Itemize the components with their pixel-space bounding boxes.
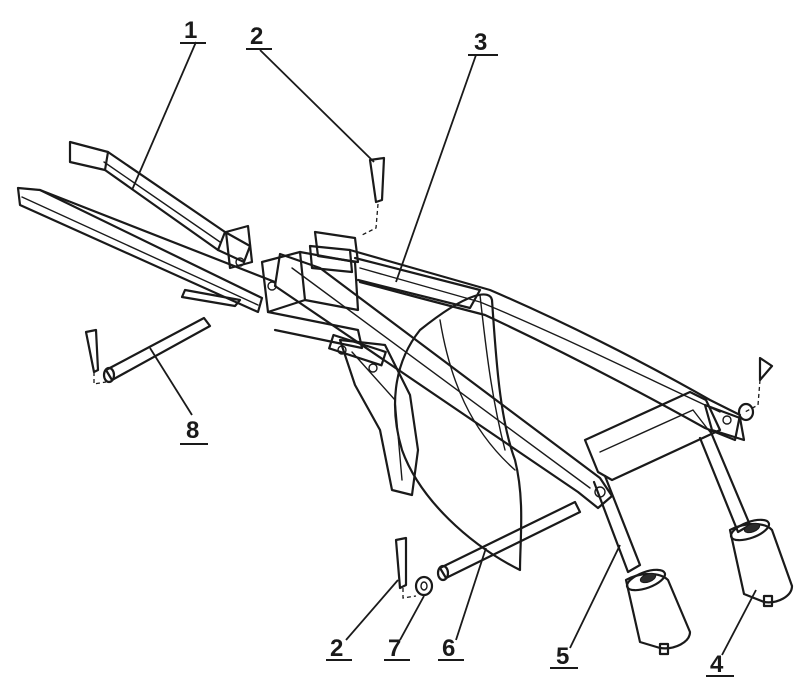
callout-5: 5 [556,643,569,670]
callout-8: 8 [186,417,199,444]
pin-part-6 [436,500,582,582]
callout-labels: 1 2 3 8 2 7 6 5 4 [180,17,734,678]
callout-7: 7 [388,635,401,662]
cotter-pin-top [359,156,386,237]
plow-blade [328,293,523,572]
main-beam-part-3 [273,252,614,510]
cotter-pin-right [737,356,774,422]
callout-1: 1 [184,17,197,44]
handle-part-1 [68,140,252,264]
wheel-part-5 [624,568,692,656]
u-handle [583,390,752,574]
callout-4: 4 [710,651,724,678]
pin-part-8 [84,316,212,385]
wheel-part-4 [728,518,794,608]
cotter-pin-bottom [394,536,417,599]
callout-2-bottom: 2 [330,635,343,662]
callout-3: 3 [474,29,487,56]
clamp-block [224,224,364,350]
callout-6: 6 [442,635,455,662]
callout-2-top: 2 [250,23,263,50]
frame-arc-right [348,248,746,442]
leader-lines [131,41,757,656]
frame-rail-left [16,186,277,314]
washer-part-7 [414,575,434,597]
